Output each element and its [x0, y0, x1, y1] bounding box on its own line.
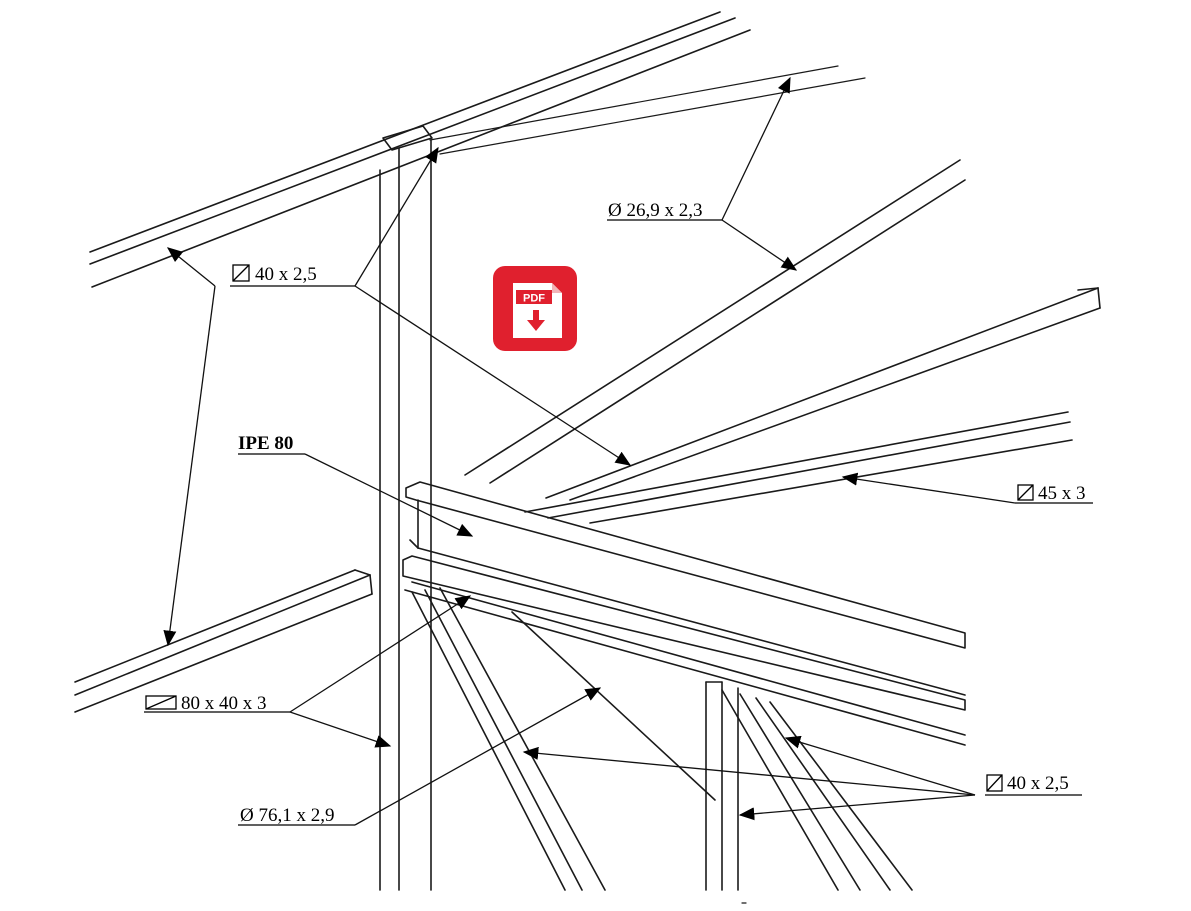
pdf-download-icon: PDF [513, 283, 562, 338]
leader-26-9 [607, 76, 798, 271]
square-hollow-section-icon [232, 264, 250, 282]
column-cap [382, 125, 433, 151]
rect-hollow-beam [74, 569, 373, 713]
pdf-download-button[interactable]: PDF [493, 266, 577, 351]
label-45x3: 45 x 3 [1038, 483, 1086, 504]
upper-brace [429, 65, 866, 155]
pdf-label: PDF [523, 293, 545, 305]
leader-45x3 [841, 472, 1093, 504]
upper-right-beam [524, 287, 1101, 524]
leader-80x40x3 [144, 595, 472, 748]
top-rafter [89, 11, 751, 288]
label-top-left-section: 40 x 2,5 [255, 264, 317, 285]
leader-40x25-top [163, 146, 632, 647]
square-hollow-section-icon [986, 774, 1003, 792]
leader-40x25-bottom [522, 735, 1082, 821]
leader-ipe80 [238, 453, 474, 537]
label-ipe-80: IPE 80 [238, 433, 293, 454]
label-tube-76-1: Ø 76,1 x 2,9 [240, 805, 334, 826]
square-hollow-section-icon [1017, 484, 1034, 501]
label-tube-26-9: Ø 26,9 x 2,3 [608, 200, 702, 221]
rect-hollow-section-icon [145, 695, 177, 710]
main-column [379, 139, 432, 891]
label-bottom-right-section: 40 x 2,5 [1007, 773, 1069, 794]
leader-76-1 [238, 687, 602, 826]
lower-right-column [705, 681, 739, 891]
lower-right-braces [511, 611, 913, 891]
ipe-beam [402, 481, 966, 711]
round-tube-struts [411, 587, 606, 891]
lower-beam [404, 581, 966, 746]
label-80x40x3: 80 x 40 x 3 [181, 693, 267, 714]
diagonal-tube [464, 159, 966, 484]
